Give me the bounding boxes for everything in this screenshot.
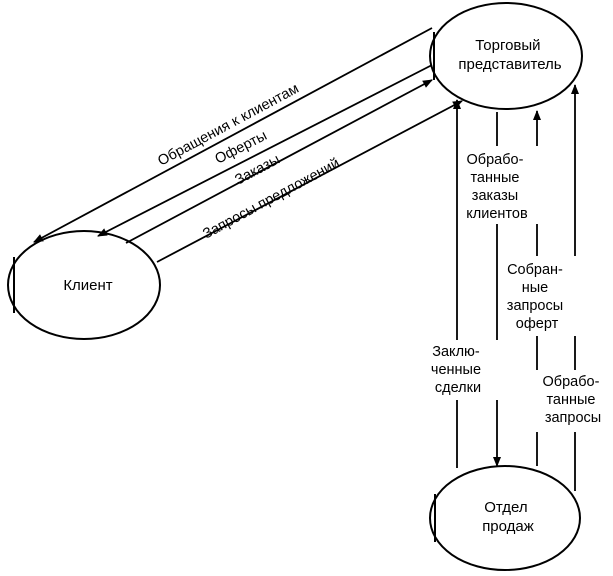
node-sales-department-label: Отдел продаж (482, 499, 534, 535)
node-client: Клиент (7, 230, 161, 340)
node-sales-department: Отдел продаж (429, 465, 581, 571)
node-client-label: Клиент (63, 277, 112, 294)
node-sales-representative: Торговый представитель (429, 2, 583, 110)
edge-collected-quote-requests-label: Собран- ные запросы оферт (507, 262, 567, 332)
node-sales-representative-label: Торговый представитель (458, 37, 561, 73)
edge-closed-deals-label: Заклю- ченные сделки (431, 344, 485, 396)
edge-processed-orders-label: Обрабо- танные заказы клиентов (466, 152, 528, 222)
edge-processed-requests-label: Обрабо- танные запросы (543, 374, 604, 426)
